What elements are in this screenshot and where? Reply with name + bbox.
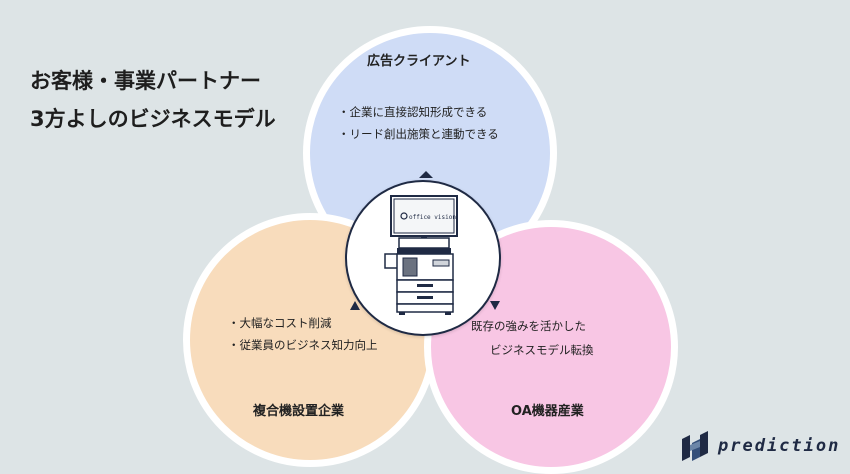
screen-text: office vision	[409, 214, 456, 221]
arrow-left-icon	[350, 301, 360, 310]
arrow-up-icon	[419, 171, 433, 178]
oa-industry-line-2: ビジネスモデル転換	[490, 343, 594, 357]
copier-installer-bullet-1: ・大幅なコスト削減	[228, 316, 332, 330]
advertising-client-bullet-1: ・企業に直接認知形成できる	[338, 105, 488, 119]
prediction-logo-icon	[682, 431, 708, 461]
copier-machine-icon: office vision	[384, 195, 458, 315]
advertising-client-label: 広告クライアント	[367, 54, 471, 69]
logo-text: prediction	[718, 436, 841, 456]
copier-installer-bullet-2: ・従業員のビジネス知力向上	[228, 338, 378, 352]
copier-installer-label: 複合機設置企業	[253, 404, 345, 419]
prediction-logo: prediction	[680, 430, 840, 462]
oa-industry-line-1: 既存の強みを活かした	[471, 319, 586, 333]
title-line-1: お客様・事業パートナー	[30, 69, 261, 93]
oa-industry-label: OA機器産業	[511, 404, 584, 419]
advertising-client-bullet-2: ・リード創出施策と連動できる	[338, 127, 499, 141]
arrow-right-icon	[490, 301, 500, 310]
title-line-2: 3方よしのビジネスモデル	[30, 107, 276, 131]
center-copier-circle: office vision	[345, 180, 501, 336]
diagram-title: お客様・事業パートナー 3方よしのビジネスモデル	[30, 62, 276, 138]
